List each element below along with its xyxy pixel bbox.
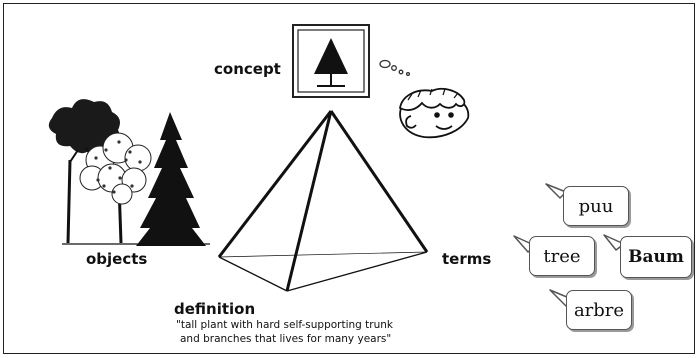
term-bubble-tree: tree	[529, 236, 595, 276]
term-bubble-puu: puu	[563, 186, 629, 226]
term-bubble-baum: Baum	[620, 236, 692, 278]
term-bubble-arbre: arbre	[566, 290, 632, 330]
